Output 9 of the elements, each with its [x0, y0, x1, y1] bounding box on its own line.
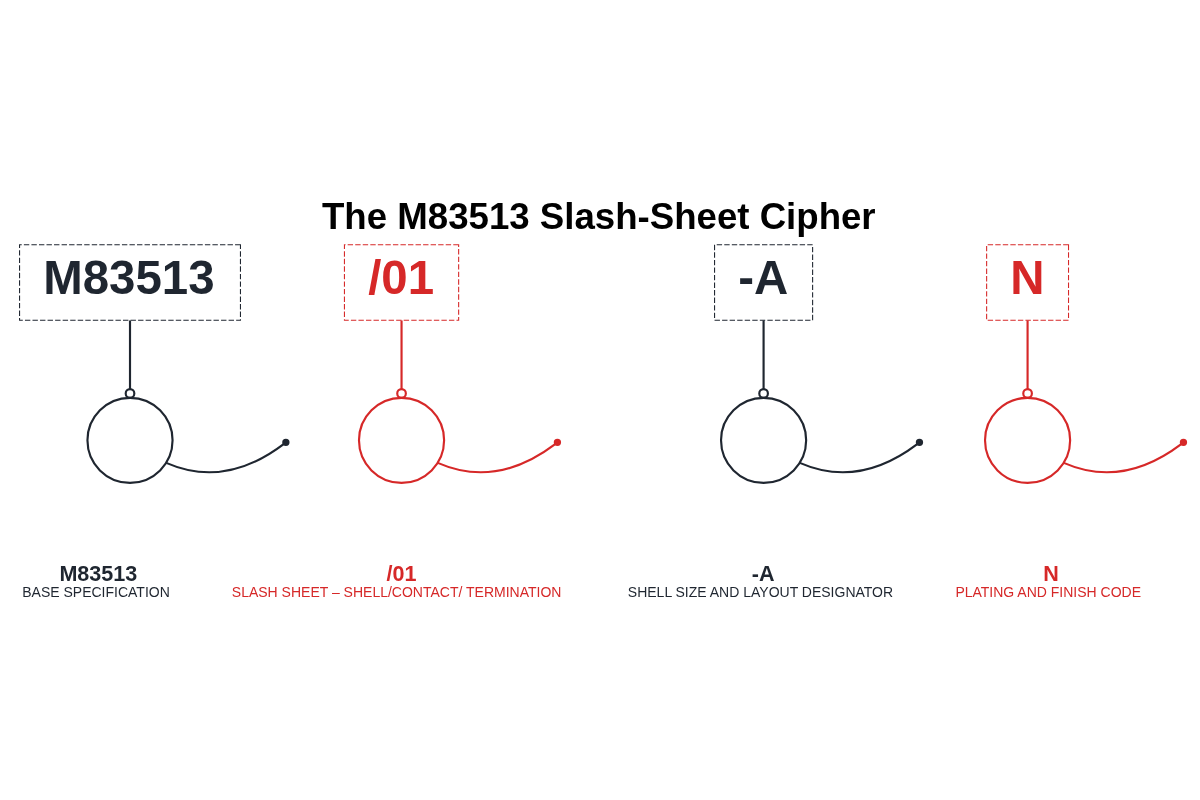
node-label: -A	[751, 560, 775, 586]
node-label: BASE SPECIFICATION	[22, 583, 170, 599]
node-label: N	[1043, 560, 1059, 586]
node-label: SHELL SIZE AND LAYOUT DESIGNATOR	[627, 583, 894, 599]
node-label: /01	[386, 560, 417, 586]
node-label: M83513	[59, 560, 138, 586]
diagram-title: The M83513 Slash-Sheet Cipher	[322, 195, 876, 237]
node-label: SLASH SHEET – SHELL/CONTACT/ TERMINATION	[231, 583, 562, 599]
node-label: PLATING AND FINISH CODE	[955, 583, 1142, 599]
